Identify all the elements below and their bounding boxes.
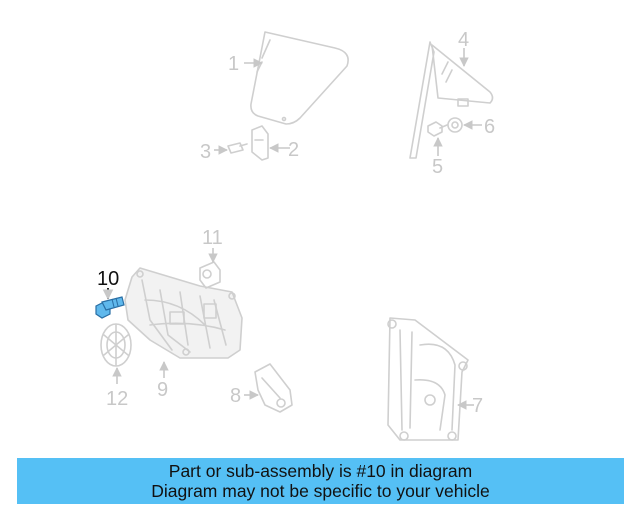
part-2-bracket	[251, 125, 290, 161]
part-8-motor	[244, 363, 293, 413]
callout-8: 8	[230, 385, 241, 407]
part-7-window-regulator	[387, 317, 474, 441]
callout-5: 5	[432, 156, 443, 178]
callout-6: 6	[484, 116, 495, 138]
callout-7: 7	[472, 395, 483, 417]
part-5-bolt	[427, 121, 448, 156]
callout-9: 9	[157, 379, 168, 401]
part-9-door-module	[124, 267, 243, 378]
part-1-door-glass	[244, 31, 349, 125]
callout-2: 2	[288, 139, 299, 161]
callout-10: 10	[97, 268, 119, 290]
part-4-quarter-glass	[409, 41, 494, 159]
part-6-nut	[447, 117, 482, 133]
part-3-screw	[214, 142, 248, 155]
part-11-grommet	[199, 248, 221, 289]
callout-12: 12	[106, 388, 128, 410]
callout-4: 4	[458, 29, 469, 51]
part-12-speaker	[100, 323, 132, 384]
banner-line-2: Diagram may not be specific to your vehi…	[151, 481, 490, 501]
callout-11: 11	[202, 227, 223, 249]
part-10-bolt-highlighted[interactable]	[95, 288, 125, 319]
banner-line-1: Part or sub-assembly is #10 in diagram	[168, 461, 473, 481]
callout-1: 1	[228, 53, 239, 75]
info-banner: Part or sub-assembly is #10 in diagram D…	[17, 458, 624, 504]
callout-3: 3	[200, 141, 211, 163]
